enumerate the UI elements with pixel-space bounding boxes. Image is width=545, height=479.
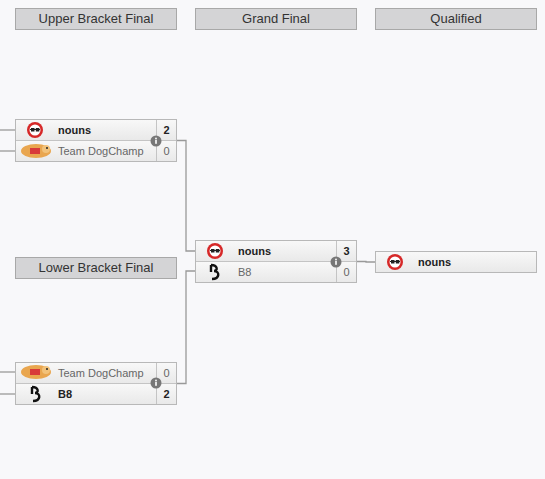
round-header: Grand Final	[195, 8, 357, 30]
team-row: Team DogChamp 0	[16, 140, 176, 161]
team-name: nouns	[58, 120, 91, 140]
team-name: Team DogChamp	[58, 363, 144, 383]
round-title: Lower Bracket Final	[39, 260, 154, 275]
team-name: B8	[238, 262, 251, 282]
team-score: 3	[336, 241, 356, 261]
round-title: Grand Final	[242, 11, 310, 26]
bracket-connector	[177, 141, 195, 252]
stub-line	[0, 150, 15, 151]
round-header: Upper Bracket Final	[15, 8, 177, 30]
team-row: nouns 2	[16, 120, 176, 140]
round-title: Upper Bracket Final	[39, 11, 154, 26]
team-name: nouns	[418, 252, 451, 272]
stub-line	[0, 129, 15, 130]
team-row: B8 0	[196, 261, 356, 282]
team-score: 0	[336, 262, 356, 282]
team-score: 2	[156, 120, 176, 140]
stub-line	[0, 393, 15, 394]
stub-line	[0, 371, 15, 372]
round-header: Lower Bracket Final	[15, 257, 177, 279]
round-title: Qualified	[430, 11, 481, 26]
team-row: nouns 3	[196, 241, 356, 261]
match-box: nouns 3B8 0	[195, 240, 357, 283]
qualified-box: nouns	[375, 251, 537, 273]
team-name: B8	[58, 384, 72, 404]
team-row: Team DogChamp 0	[16, 363, 176, 383]
team-name: nouns	[238, 241, 271, 261]
match-box: nouns 2Team DogChamp 0	[15, 119, 177, 162]
team-name: Team DogChamp	[58, 141, 144, 161]
bracket-connector	[177, 271, 195, 384]
team-score: 0	[156, 363, 176, 383]
match-box: Team DogChamp 0B8 2	[15, 362, 177, 405]
team-score: 2	[156, 384, 176, 404]
team-row: B8 2	[16, 383, 176, 404]
round-header: Qualified	[375, 8, 537, 30]
team-score: 0	[156, 141, 176, 161]
bracket-connector	[357, 261, 375, 263]
